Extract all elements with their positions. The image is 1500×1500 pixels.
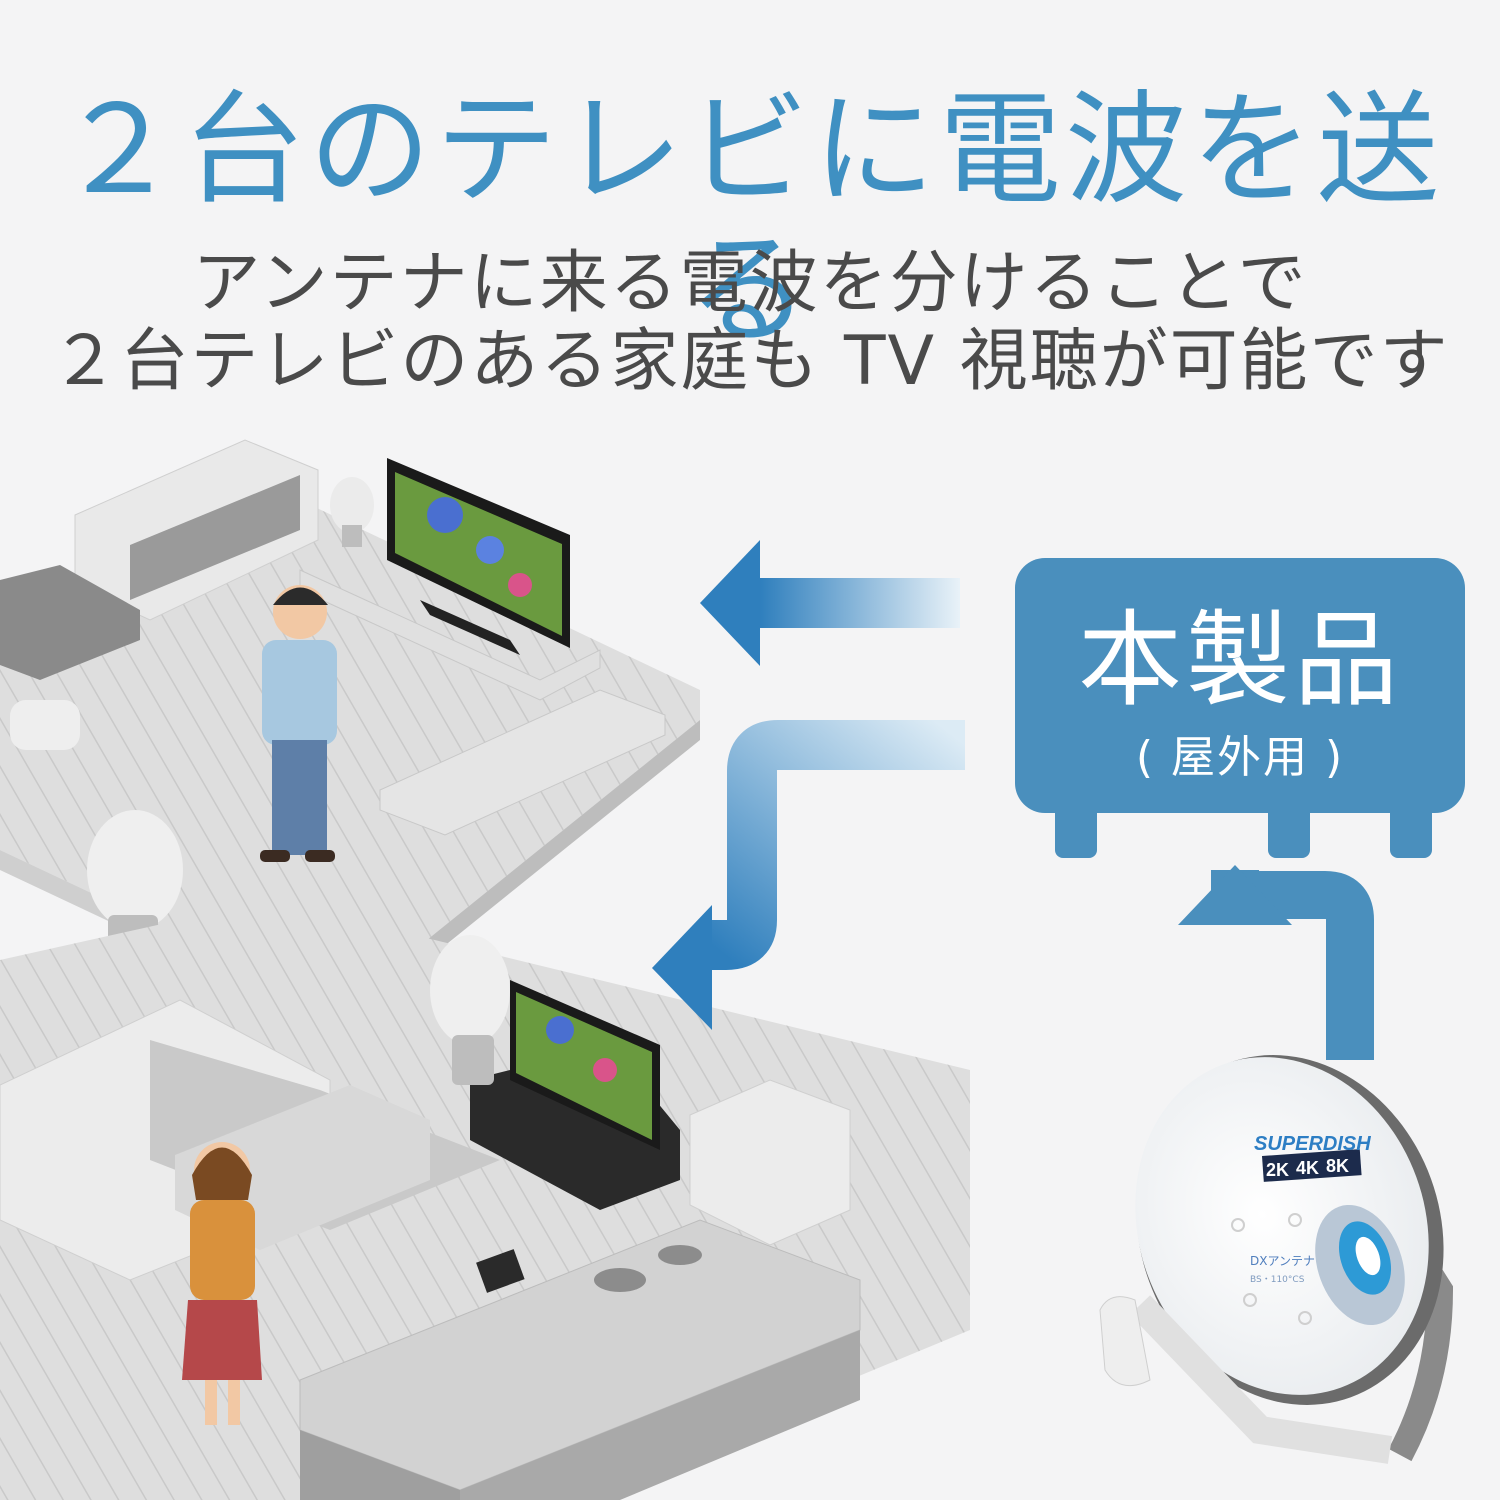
arrow-up-icon <box>1178 865 1374 1060</box>
product-port-3 <box>1390 780 1432 858</box>
product-sublabel: ( 屋外用 ) <box>1135 732 1345 783</box>
product-box: 本製品 ( 屋外用 ) <box>1015 558 1465 813</box>
description: アンテナに来る電波を分けることで ２台テレビのある家庭も TV 視聴が可能です <box>0 245 1500 401</box>
product-label: 本製品 <box>1077 599 1402 721</box>
dish-badge-2k: 2K <box>1266 1160 1289 1180</box>
product-port-2 <box>1268 780 1310 858</box>
arrow-left-icon <box>700 540 960 666</box>
dish-badge-8k: 8K <box>1326 1156 1349 1176</box>
arrow-elbow-left-icon <box>652 720 965 1030</box>
product-port-1 <box>1055 780 1097 858</box>
satellite-dish: SUPERDISH 2K 4K 8K DXアンテナ BS・110°CS <box>1099 1055 1454 1464</box>
lower-floor <box>0 900 970 1500</box>
dish-model-line2: BS・110°CS <box>1250 1275 1305 1285</box>
description-line-2: ２台テレビのある家庭も TV 視聴が可能です <box>50 322 1450 401</box>
dish-brand: SUPERDISH <box>1254 1133 1371 1155</box>
dish-badge-4k: 4K <box>1296 1158 1319 1178</box>
dish-model-line1: DXアンテナ <box>1250 1254 1315 1268</box>
description-line-1: アンテナに来る電波を分けることで <box>192 244 1308 323</box>
headline: ２台のテレビに電波を送る <box>57 79 1443 361</box>
